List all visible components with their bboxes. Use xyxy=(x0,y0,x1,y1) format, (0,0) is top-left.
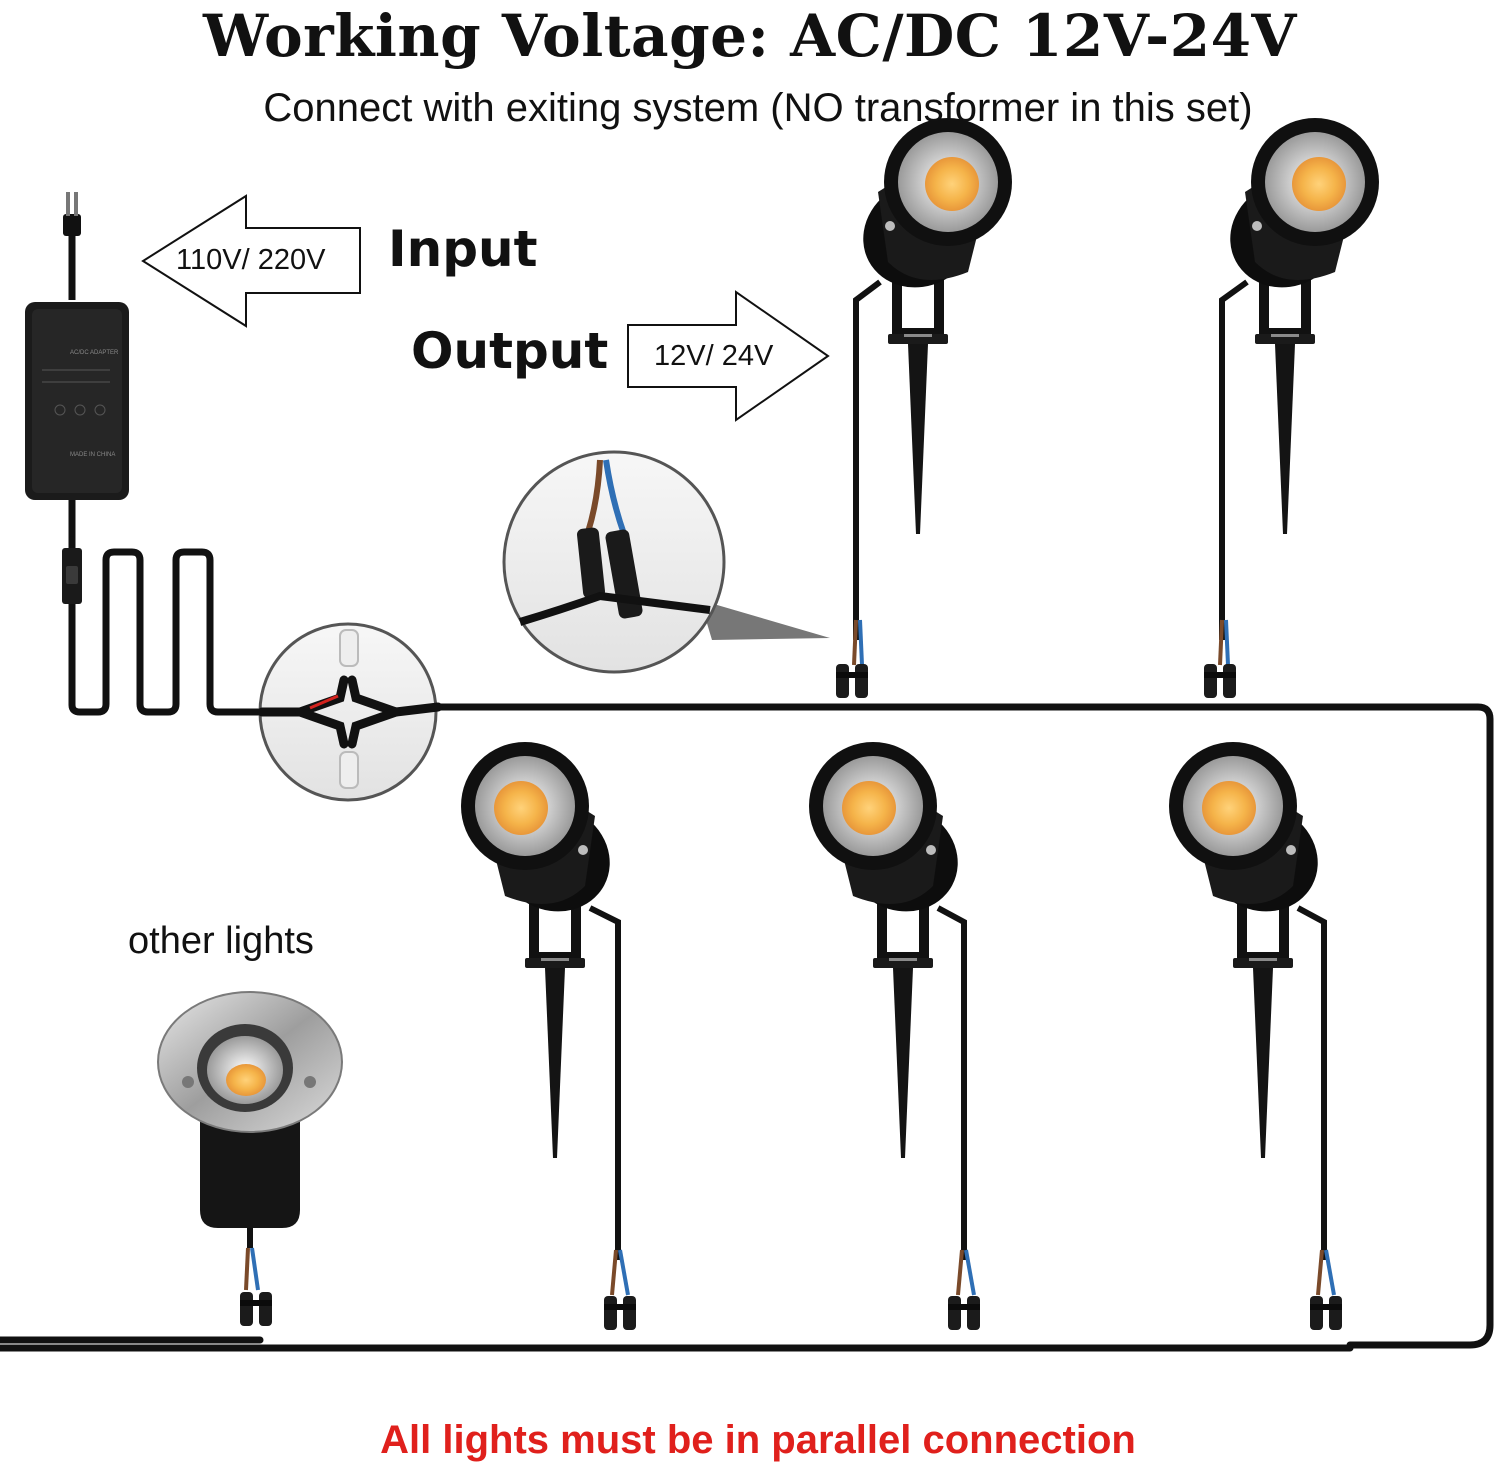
adapter-label: AC/DC ADAPTER xyxy=(70,350,119,356)
input-label: Input xyxy=(388,220,538,278)
in-ground-light-icon xyxy=(157,991,343,1326)
spotlight-icon xyxy=(809,742,980,1330)
spotlight-icon xyxy=(836,118,1012,698)
other-lights-label: other lights xyxy=(128,920,314,962)
output-label: Output xyxy=(411,322,609,380)
spotlight-icon xyxy=(1204,118,1379,698)
output-arrow xyxy=(627,290,830,422)
adapter-origin: MADE IN CHINA xyxy=(70,452,116,458)
spotlight-icon xyxy=(1169,742,1342,1330)
subtitle: Connect with exiting system (NO transfor… xyxy=(263,86,1253,130)
page-title: Working Voltage: AC/DC 12V-24V xyxy=(203,2,1297,70)
plug-icon xyxy=(63,192,81,300)
input-voltage-text: 110V/ 220V xyxy=(176,244,326,276)
spotlight-icon xyxy=(461,742,636,1330)
splice-magnifier xyxy=(257,622,443,802)
output-voltage-text: 12V/ 24V xyxy=(654,340,774,372)
input-arrow xyxy=(141,194,361,328)
adapter-icon xyxy=(25,302,129,500)
connector-magnifier xyxy=(502,450,830,674)
parallel-connection-note: All lights must be in parallel connectio… xyxy=(380,1418,1136,1462)
main-cable xyxy=(0,496,1494,1352)
